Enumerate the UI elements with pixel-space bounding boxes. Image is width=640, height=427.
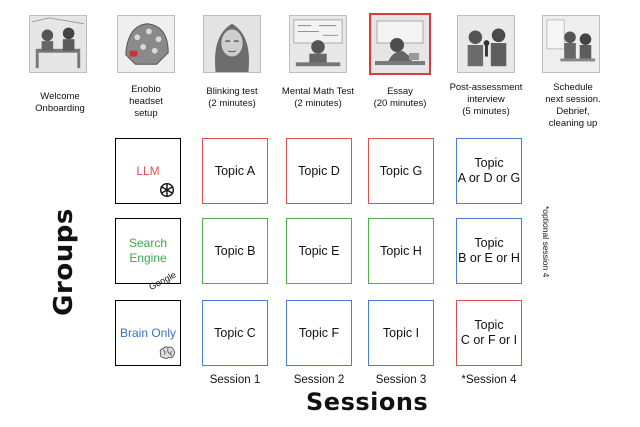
step-label-essay: Essay (20 minutes) (373, 86, 427, 109)
onboarding-sketch-icon (29, 15, 87, 73)
group-cell-llm: LLM (115, 138, 181, 204)
topic-cell: Topic F (286, 300, 352, 366)
topic-cell: Topic H (368, 218, 434, 284)
optional-session-note: *optional session 4 (541, 206, 551, 278)
topic-cell-session4: Topic B or E or H (456, 218, 522, 284)
openai-logo-icon (158, 181, 176, 199)
session-label-2: Session 2 (293, 374, 345, 386)
group-label-brain-only: Brain Only (119, 325, 177, 340)
brain-icon (158, 345, 176, 361)
blinking-woman-sketch-icon (203, 15, 261, 73)
topic-cell: Topic A (202, 138, 268, 204)
sessions-axis-title: Sessions (306, 388, 429, 416)
mental-math-sketch-icon (289, 15, 347, 73)
step-label-headset-setup: Enobio headset setup (129, 84, 163, 119)
groups-axis-title: Groups (49, 208, 79, 316)
topic-cell: Topic E (286, 218, 352, 284)
essay-writing-sketch-icon (369, 13, 431, 75)
step-label-blinking-test: Blinking test (2 minutes) (206, 86, 258, 109)
topic-cell: Topic I (368, 300, 434, 366)
session-label-1: Session 1 (209, 374, 261, 386)
session-label-3: Session 3 (375, 374, 427, 386)
topic-cell: Topic C (202, 300, 268, 366)
topic-cell-session4: Topic A or D or G (456, 138, 522, 204)
topic-cell: Topic G (368, 138, 434, 204)
topic-cell: Topic D (286, 138, 352, 204)
step-label-debrief: Schedule next session. Debrief, cleaning… (545, 82, 601, 129)
group-label-search-engine: Search Engine (128, 236, 168, 265)
topic-cell: Topic B (202, 218, 268, 284)
step-label-interview: Post-assessment interview (5 minutes) (449, 82, 523, 117)
eeg-headset-sketch-icon (117, 15, 175, 73)
group-label-llm: LLM (136, 163, 160, 178)
step-label-onboarding: Welcome Onboarding (35, 91, 85, 114)
group-cell-search-engine: Search Engine Google (115, 218, 181, 292)
debrief-sketch-icon (542, 15, 600, 73)
session-label-4: *Session 4 (461, 374, 517, 386)
interview-sketch-icon (457, 15, 515, 73)
topic-cell-session4: Topic C or F or I (456, 300, 522, 366)
google-logo-icon: Google (147, 269, 178, 292)
group-cell-brain-only: Brain Only (115, 300, 181, 366)
step-label-mental-math: Mental Math Test (2 minutes) (281, 86, 355, 109)
